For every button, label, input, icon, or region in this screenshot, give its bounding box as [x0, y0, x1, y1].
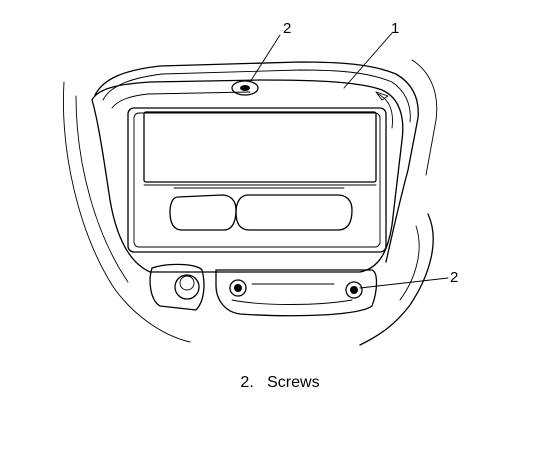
top-screw	[231, 80, 259, 96]
caption: 2. Screws	[0, 374, 560, 392]
caption-number: 2.	[240, 374, 254, 391]
callout-bezel: 1	[391, 20, 399, 37]
dashboard-outline	[63, 59, 438, 346]
leader-lines	[249, 32, 449, 289]
caption-text: Screws	[267, 374, 320, 391]
lower-panel	[215, 269, 378, 317]
knob	[149, 263, 205, 311]
callout-top-screw: 2	[283, 20, 291, 37]
center-bezel	[91, 79, 404, 273]
callout-right-screw: 2	[450, 269, 458, 286]
